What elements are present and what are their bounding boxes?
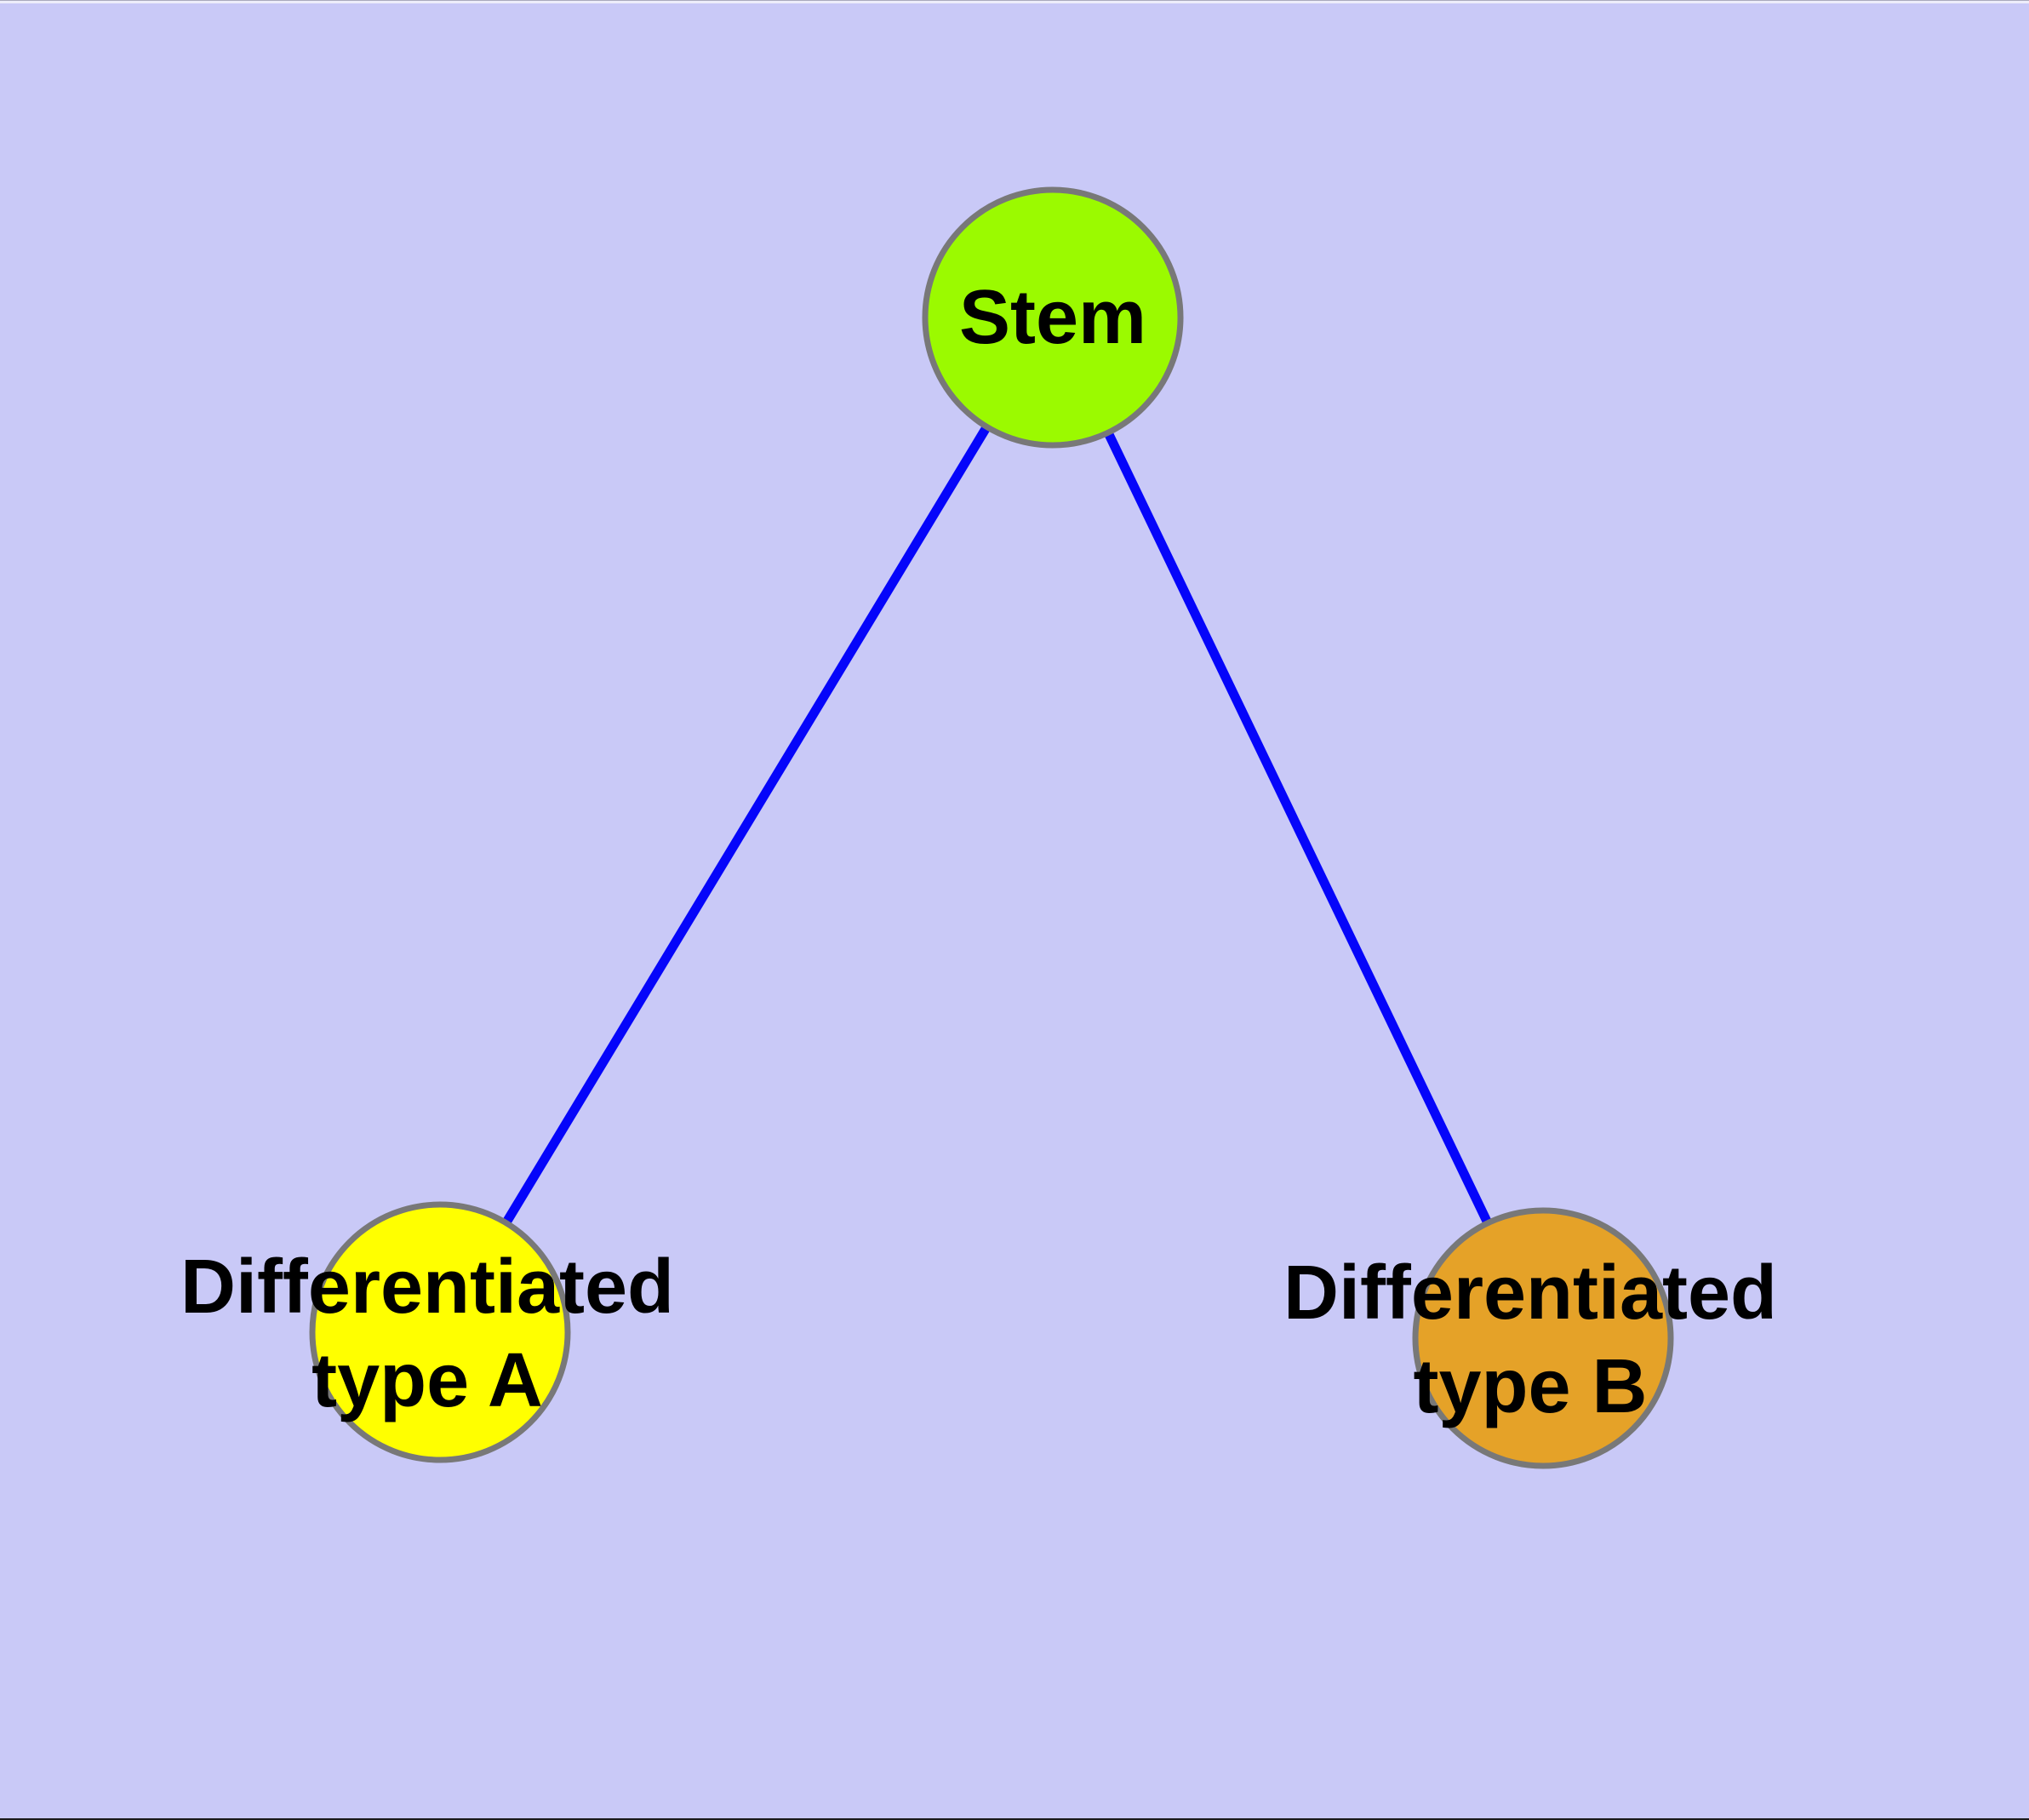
- node-type-a-label-line2: type A: [311, 1338, 543, 1423]
- window-top-edge: [0, 0, 2029, 3]
- window-bottom-edge: [0, 1818, 2029, 1820]
- edge-stem-to-type-a: [436, 315, 1057, 1335]
- node-type-a-label-line1: Differentiated: [180, 1245, 674, 1330]
- node-stem[interactable]: [922, 186, 1184, 449]
- edge-stem-to-type-b: [1049, 315, 1547, 1341]
- node-type-b-label-line2: type B: [1413, 1344, 1647, 1429]
- node-type-b-label-line1: Differentiated: [1283, 1251, 1777, 1336]
- node-stem-label: Stem: [959, 275, 1146, 360]
- node-differentiated-type-a[interactable]: [309, 1201, 571, 1463]
- node-differentiated-type-b[interactable]: [1412, 1207, 1674, 1469]
